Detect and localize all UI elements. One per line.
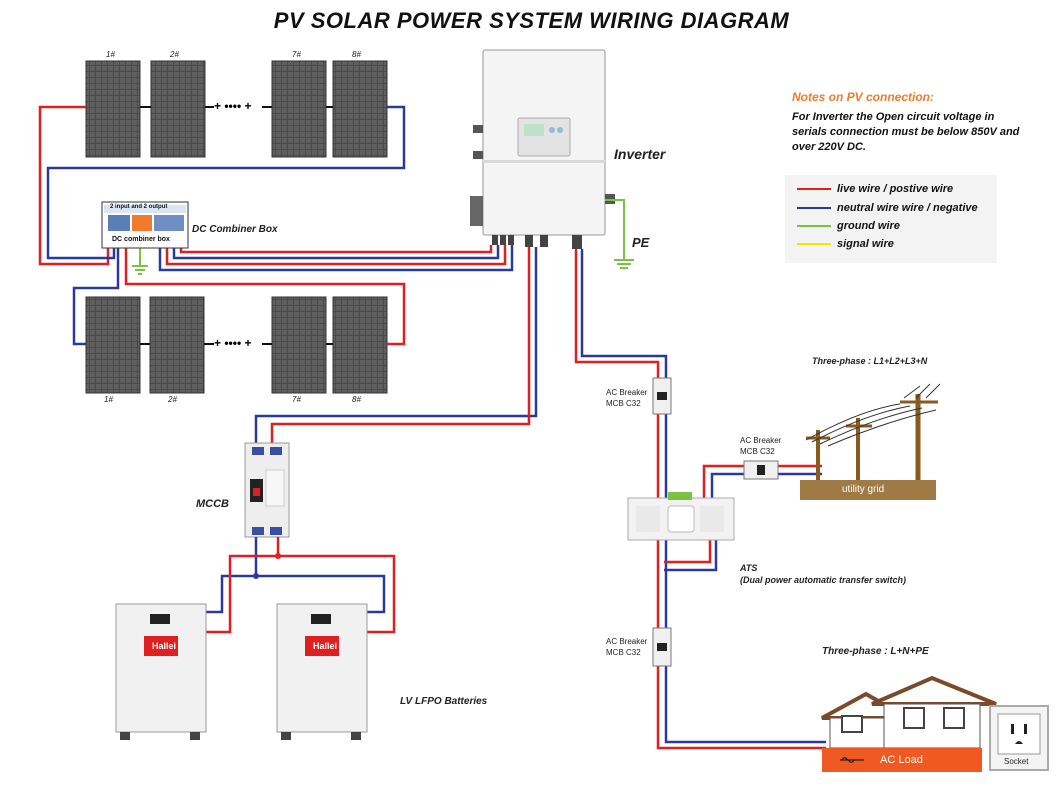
ac-breaker-bottom (652, 627, 672, 667)
inverter (470, 49, 615, 249)
mccb-label: MCCB (196, 498, 229, 510)
ac-breaker-top (652, 377, 672, 415)
socket (989, 705, 1049, 771)
combiner-bottom-text: DC combiner box (112, 236, 170, 243)
battery-1 (115, 603, 207, 740)
panel-label: 7# (292, 395, 301, 404)
batteries-label: LV LFPO Batteries (400, 696, 488, 707)
panel-label: 1# (104, 395, 113, 404)
mccb (244, 442, 290, 538)
utility-grid-base (800, 480, 936, 500)
panel-label: 8# (352, 50, 361, 59)
panel-label: 1# (106, 50, 115, 59)
legend-swatch (797, 188, 831, 190)
battery-2 (276, 603, 368, 740)
panel-label: 8# (352, 395, 361, 404)
solar-panel (332, 60, 388, 158)
panel-series-connector: + •••• + (214, 99, 252, 113)
dc-combiner-box (101, 201, 189, 249)
solar-panel (271, 296, 327, 394)
ac-load-label: AC Load (880, 754, 923, 766)
breaker-top-line2: MCB C32 (606, 399, 641, 408)
legend-swatch (797, 207, 831, 209)
panel-label: 7# (292, 50, 301, 59)
legend-label: neutral wire wire / negative (837, 202, 978, 214)
legend-swatch (797, 243, 831, 245)
solar-panel (271, 60, 327, 158)
combiner-label: DC Combiner Box (192, 224, 278, 235)
utility-grid-poles (805, 383, 941, 486)
solar-panel (149, 296, 205, 394)
houses (821, 675, 997, 749)
legend-label: ground wire (837, 220, 900, 232)
page-title: PV SOLAR POWER SYSTEM WIRING DIAGRAM (273, 8, 790, 33)
legend-item: signal wire (797, 236, 894, 252)
ats-description: (Dual power automatic transfer switch) (740, 575, 907, 585)
battery-brand: Hallei (152, 641, 177, 651)
solar-panels-top (85, 60, 388, 158)
notes-body: For Inverter the Open circuit voltage in… (792, 111, 1020, 153)
solar-panel (85, 60, 141, 158)
breaker-bottom-line2: MCB C32 (606, 648, 641, 657)
breaker-grid-line1: AC Breaker (740, 436, 782, 445)
legend-item: ground wire (797, 218, 900, 234)
breaker-grid-line2: MCB C32 (740, 447, 775, 456)
panel-label: 2# (168, 395, 177, 404)
ats-label: ATS (740, 563, 758, 573)
ac-breaker-grid (743, 460, 779, 480)
legend-swatch (797, 225, 831, 227)
battery-brand: Hallei (313, 641, 338, 651)
grid-phase-label: Three-phase : L1+L2+L3+N (812, 356, 928, 366)
legend-label: live wire / postive wire (837, 183, 954, 195)
solar-panel (85, 296, 141, 394)
legend-item: neutral wire wire / negative (797, 200, 978, 216)
breaker-bottom-line1: AC Breaker (606, 637, 648, 646)
solar-panel (332, 296, 388, 394)
solar-panel (150, 60, 206, 158)
ats-switch (627, 492, 735, 541)
legend-label: signal wire (837, 238, 894, 250)
combiner-top-text: 2 input and 2 output (110, 204, 168, 210)
panel-series-connector: + •••• + (214, 336, 252, 350)
utility-grid-label: utility grid (842, 484, 885, 495)
load-phase-label: Three-phase : L+N+PE (822, 646, 929, 657)
breaker-top-line1: AC Breaker (606, 388, 648, 397)
legend-item: live wire / postive wire (797, 181, 953, 197)
panel-label: 2# (170, 50, 179, 59)
pe-label: PE (632, 235, 650, 250)
notes-heading: Notes on PV connection: (792, 90, 935, 104)
socket-label: Socket (1004, 757, 1029, 766)
legend: live wire / postive wire neutral wire wi… (785, 175, 997, 263)
inverter-label: Inverter (614, 146, 666, 162)
